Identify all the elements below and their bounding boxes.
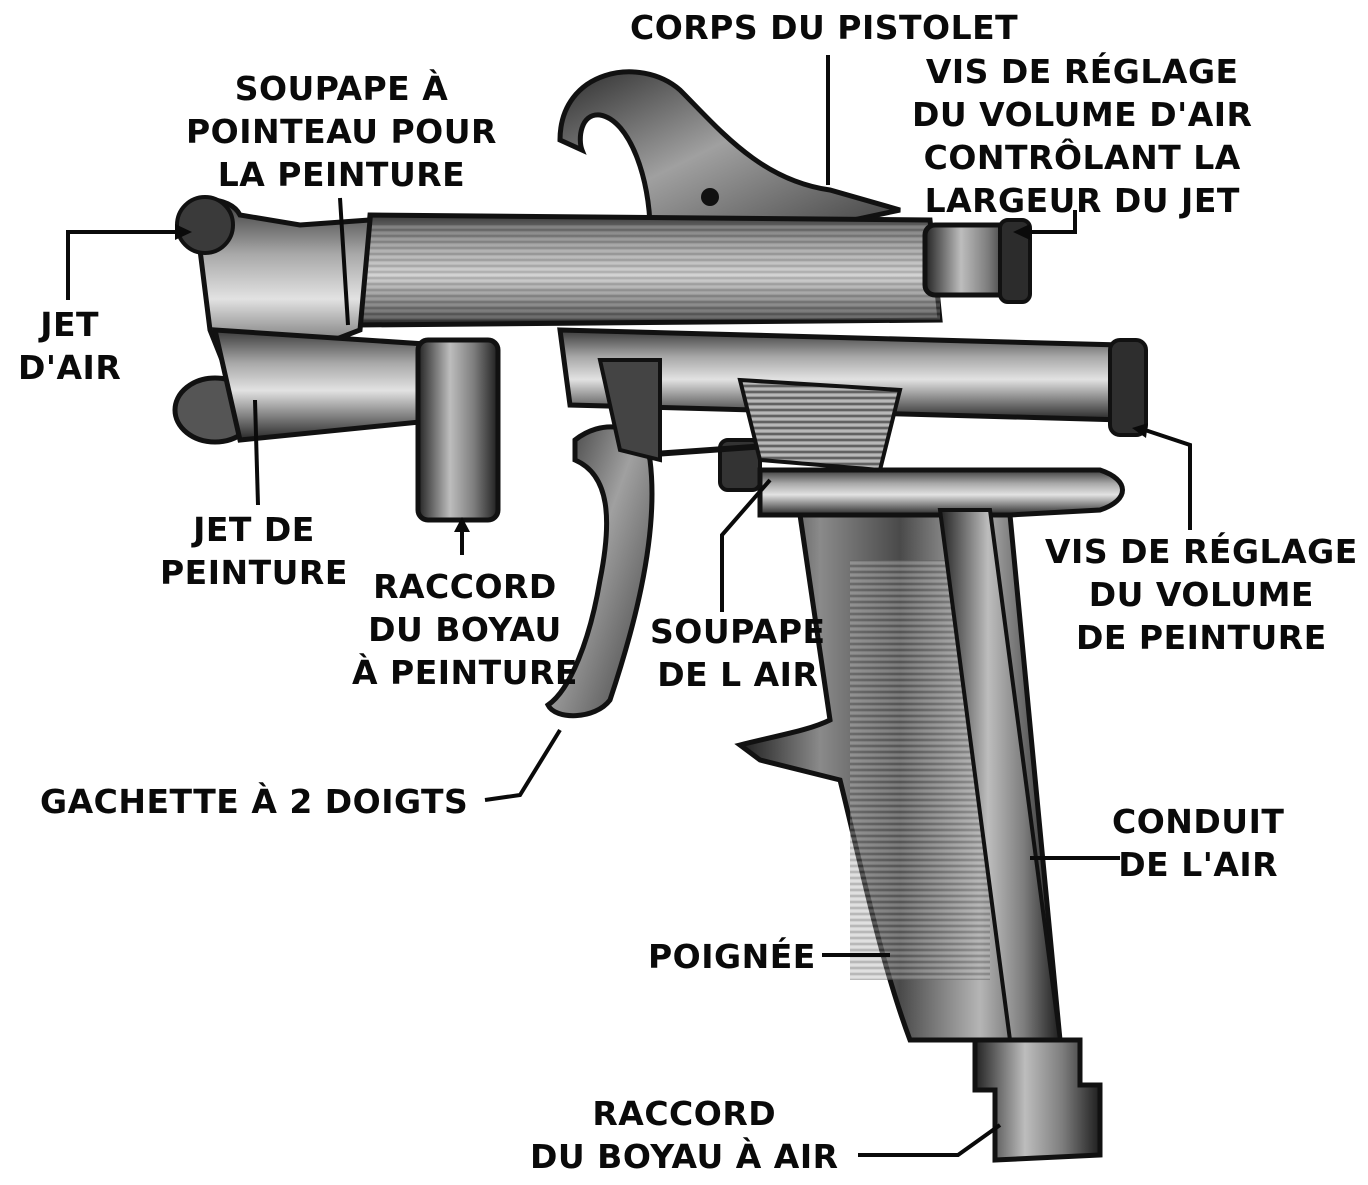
label-raccord-boyau-air: RACCORD DU BOYAU À AIR xyxy=(530,1094,839,1176)
paint-adjust-knob xyxy=(1108,338,1148,437)
trigger xyxy=(544,424,655,719)
air-inlet xyxy=(972,1037,1103,1163)
label-poignee: POIGNÉE xyxy=(648,937,816,976)
hook-hole xyxy=(701,188,719,206)
paint-inlet xyxy=(415,337,501,523)
label-gachette: GACHETTE À 2 DOIGTS xyxy=(40,782,469,821)
label-conduit-air: CONDUIT DE L'AIR xyxy=(1112,802,1285,884)
label-vis-reglage-volume-peinture: VIS DE RÉGLAGE DU VOLUME DE PEINTURE xyxy=(1045,532,1358,657)
label-soupape-pointeau: SOUPAPE À POINTEAU POUR LA PEINTURE xyxy=(186,69,497,194)
label-jet-air: JET D'AIR xyxy=(18,305,122,387)
leader-arrows xyxy=(175,224,1148,532)
label-jet-peinture: JET DE PEINTURE xyxy=(160,510,348,592)
label-vis-reglage-volume-air: VIS DE RÉGLAGE DU VOLUME D'AIR CONTRÔLAN… xyxy=(912,52,1253,220)
leader-lines xyxy=(66,55,1192,1157)
gun-hook xyxy=(557,69,901,243)
label-corps-du-pistolet: CORPS DU PISTOLET xyxy=(630,8,1019,47)
label-soupape-air: SOUPAPE DE L AIR xyxy=(650,612,826,694)
label-raccord-boyau-peinture: RACCORD DU BOYAU À PEINTURE xyxy=(352,567,578,692)
